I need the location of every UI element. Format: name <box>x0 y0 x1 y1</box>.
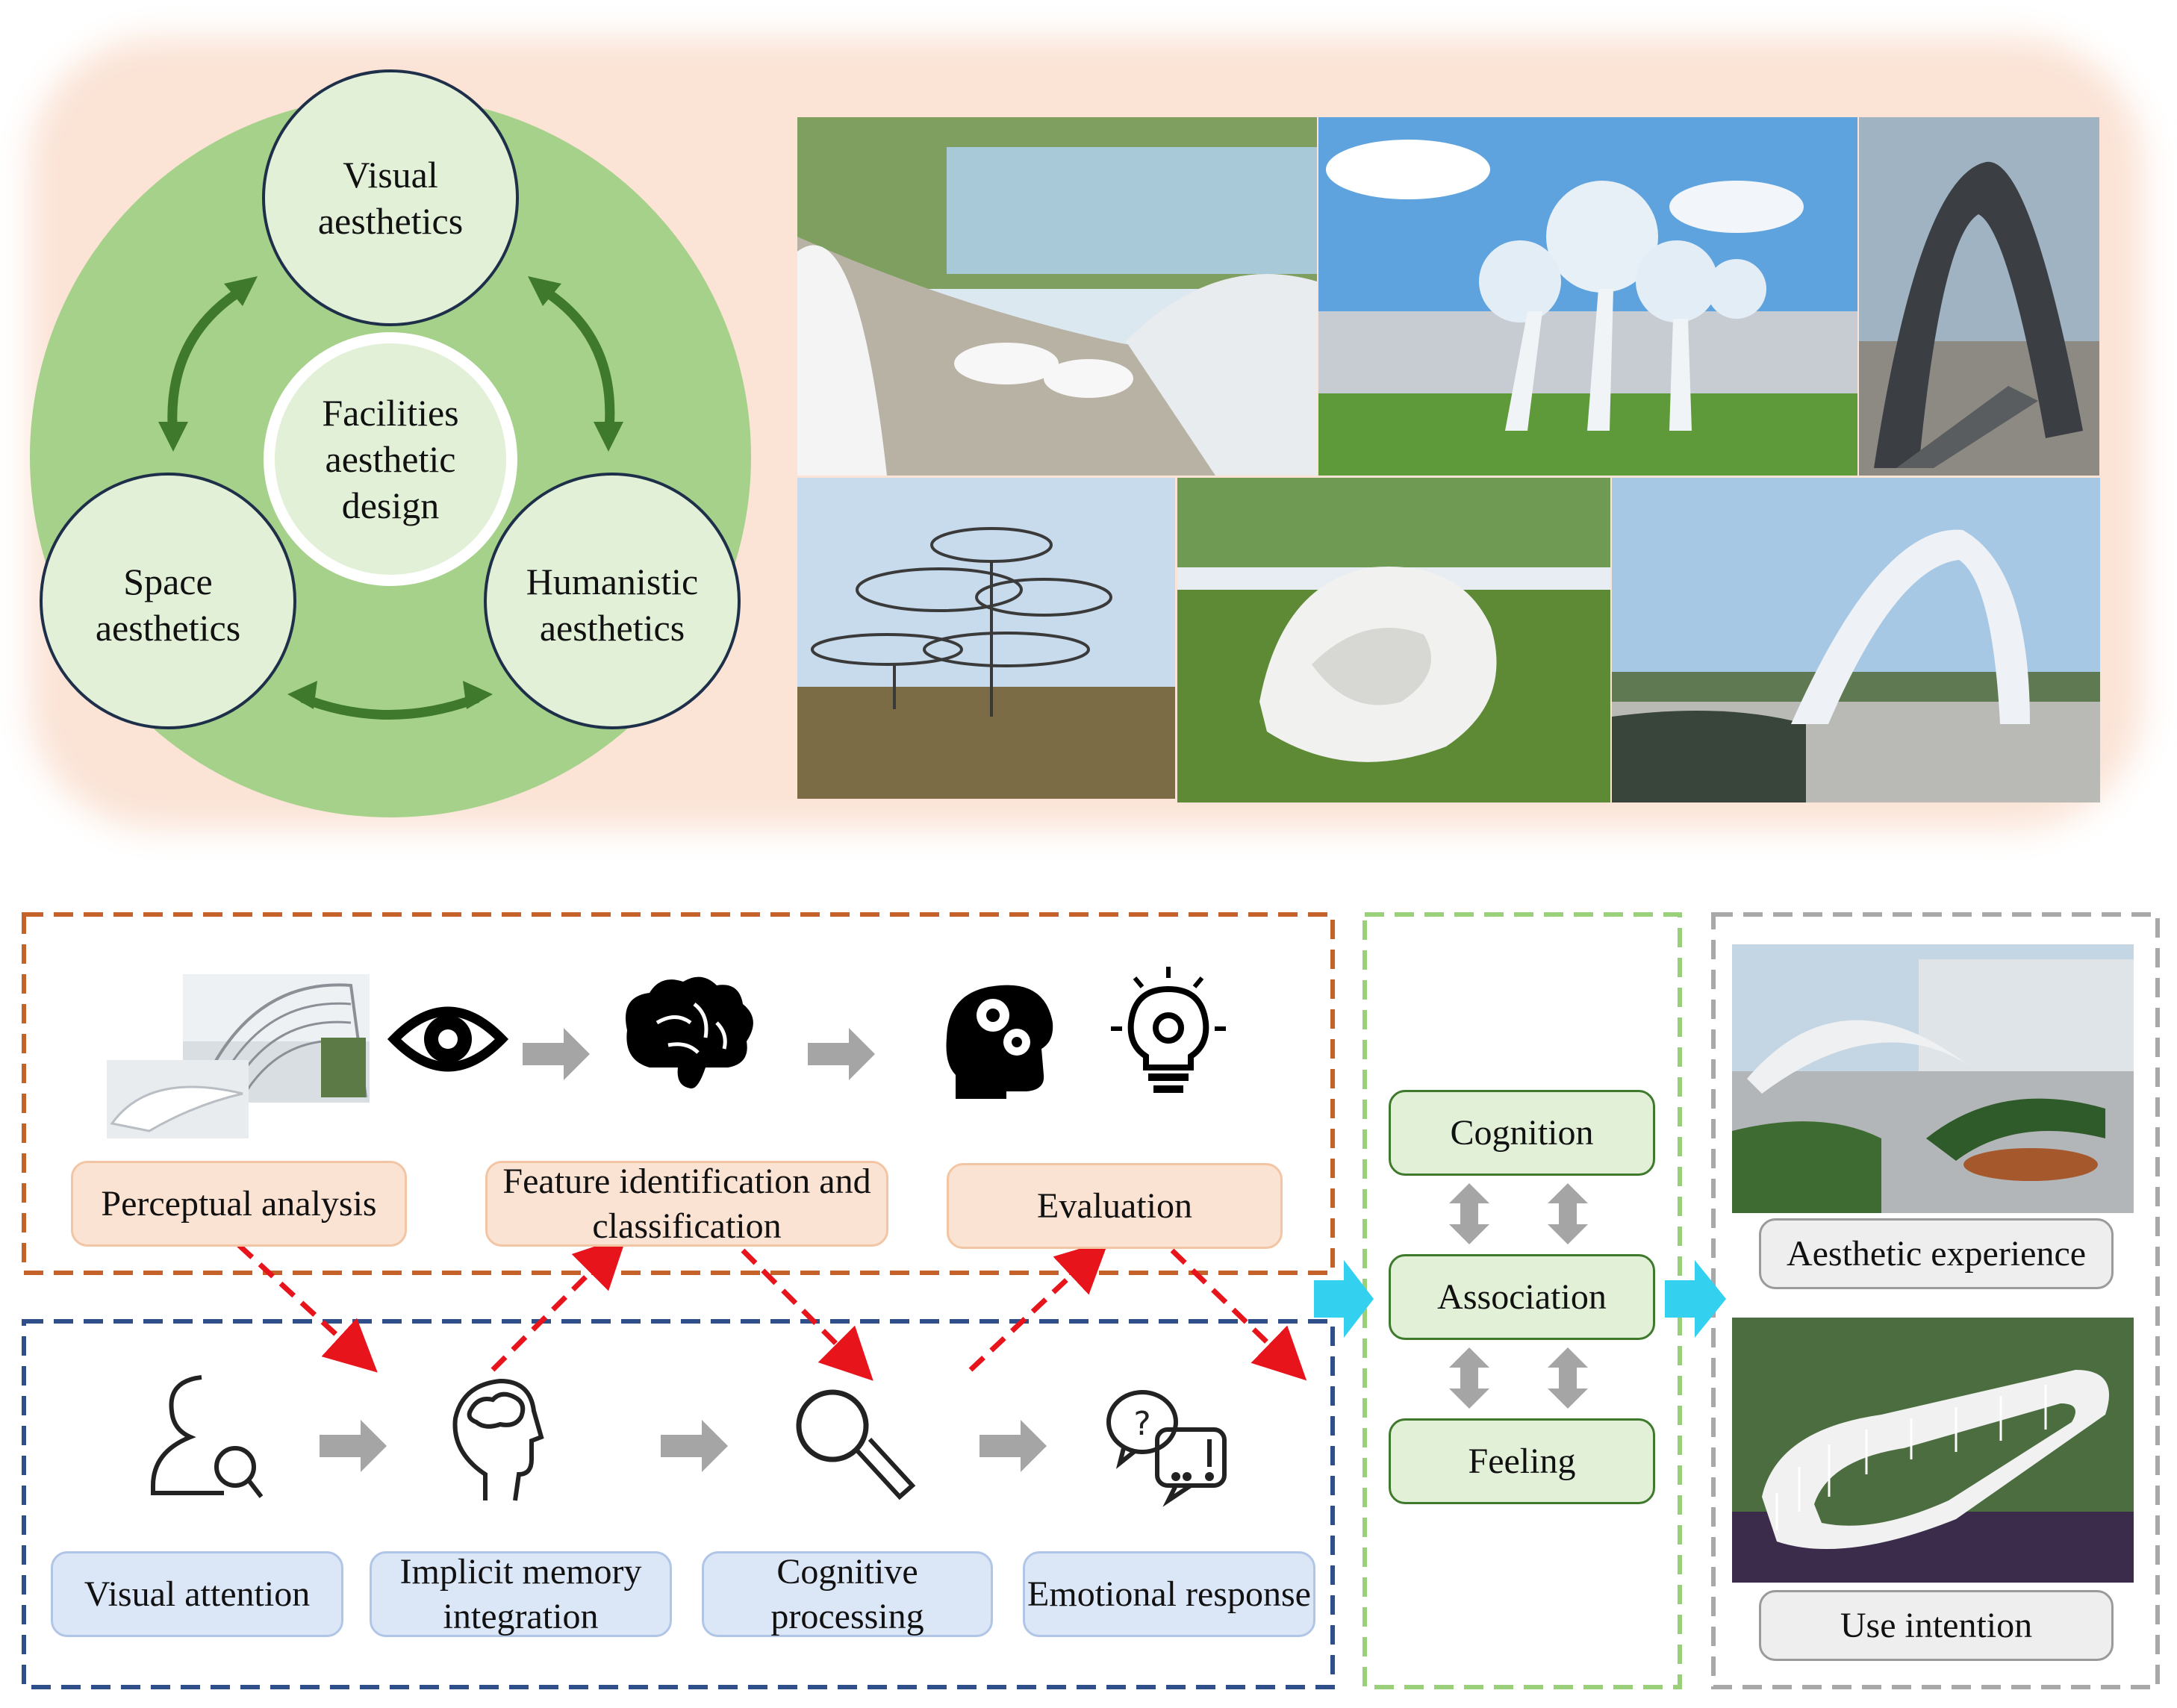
emotional-response-label: Emotional response <box>1023 1551 1315 1637</box>
space-aesthetics-circle <box>40 473 296 729</box>
feature-identification-label: Feature identification and classificatio… <box>485 1161 888 1247</box>
arrow-visual-humanistic <box>536 283 615 437</box>
visual-aesthetics-circle <box>262 69 519 326</box>
arrow-space-humanistic <box>300 693 480 720</box>
gray-process-arrows <box>320 1028 1047 1472</box>
photo-white-railing-walkway <box>1732 1318 2134 1583</box>
feeling-label: Feeling <box>1389 1418 1655 1504</box>
aesthetic-experience-label: Aesthetic experience <box>1759 1218 2114 1289</box>
red-dashed-arrows <box>237 1235 1307 1381</box>
cycle-arrowheads <box>158 276 623 709</box>
perceptual-analysis-label: Perceptual analysis <box>71 1161 407 1247</box>
photo-metal-arch-sculpture <box>1859 117 2099 476</box>
facilities-aesthetic-design-label: Facilities aesthetic design <box>322 392 459 526</box>
magnifier-icon <box>796 1389 916 1500</box>
photo-white-ribbon-sculpture <box>1177 478 1610 802</box>
middle-vertical-arrows <box>1449 1183 1588 1409</box>
perception-frame <box>22 912 1335 1275</box>
arrow-visual-space <box>167 283 249 437</box>
photo-plaza-seating <box>1732 944 2134 1213</box>
cognitive-processing-label: Cognitive processing <box>702 1551 993 1637</box>
evaluation-label: Evaluation <box>947 1163 1283 1249</box>
cognition-label: Cognition <box>1389 1090 1655 1176</box>
head-gears-icon <box>946 985 1053 1099</box>
artwork-thumbnail-icon <box>107 974 370 1138</box>
use-intention-label: Use intention <box>1759 1590 2114 1661</box>
space-aesthetics-label: Space aesthetics <box>95 561 241 649</box>
cycle-arrows <box>167 283 615 720</box>
brain-head-icon <box>452 1378 544 1501</box>
cognitive-frame <box>22 1319 1335 1689</box>
visual-attention-label: Visual attention <box>51 1551 343 1637</box>
cyan-flow-arrows <box>1314 1260 1726 1338</box>
photo-white-arch-pavilion <box>1612 478 2100 802</box>
center-circle <box>275 343 506 575</box>
photo-lattice-canopy <box>797 478 1175 799</box>
eye-icon <box>387 1006 509 1072</box>
brain-icon <box>626 976 753 1089</box>
person-search-icon <box>151 1375 264 1498</box>
humanistic-aesthetics-circle <box>484 473 741 729</box>
association-label: Association <box>1389 1254 1655 1340</box>
lightbulb-icon <box>1111 967 1226 1093</box>
visual-aesthetics-label: Visual aesthetics <box>317 154 464 242</box>
speech-bubbles-icon: ? <box>1106 1390 1227 1507</box>
svg-text:?: ? <box>1133 1405 1150 1443</box>
humanistic-aesthetics-label: Humanistic aesthetics <box>526 561 699 649</box>
photo-white-wave-walkway <box>797 117 1317 476</box>
implicit-memory-integration-label: Implicit memory integration <box>370 1551 672 1637</box>
photo-white-mushroom-pavilion <box>1318 117 1857 476</box>
